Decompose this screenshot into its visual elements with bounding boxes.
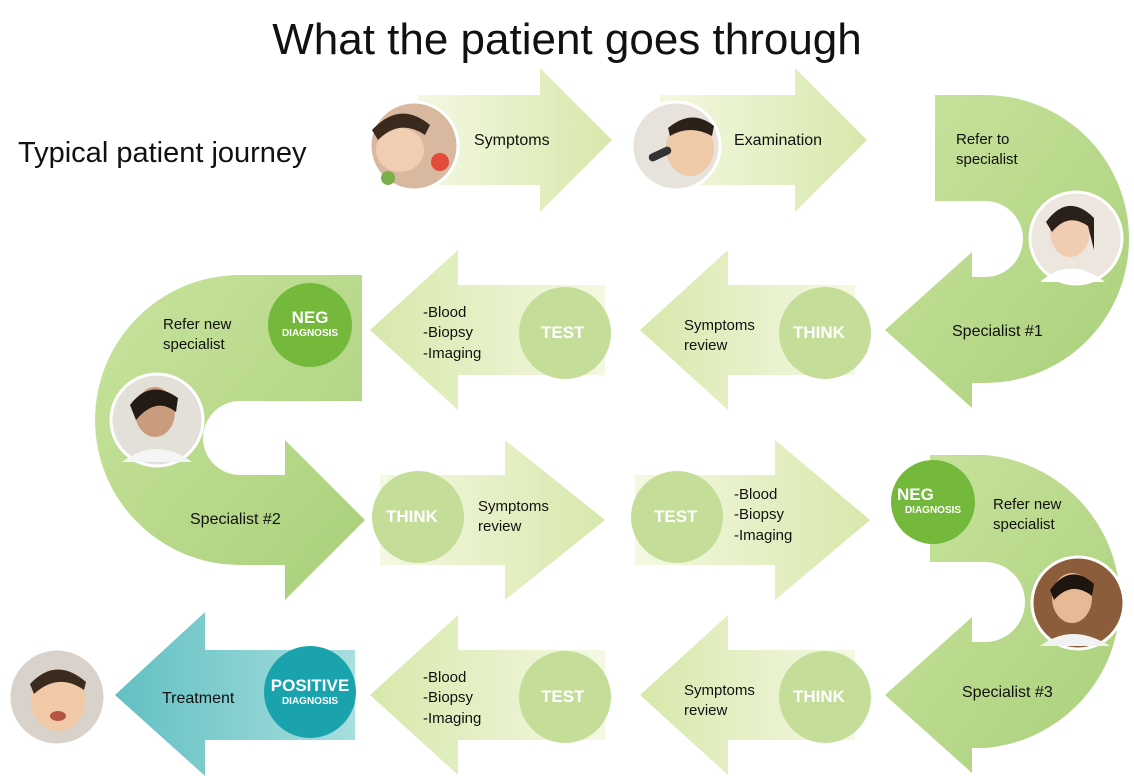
refer-specialist-label: Refer to specialist <box>956 131 1018 169</box>
think-label-row4: THINK <box>793 687 845 706</box>
specialist3-label: Specialist #3 <box>962 684 1053 701</box>
refer-new-specialist-row2: Refer new specialist <box>163 316 232 354</box>
think-circle-row3 <box>372 471 464 563</box>
test-circle-row4 <box>519 651 611 743</box>
test-circle-row3 <box>631 471 723 563</box>
treatment-label: Treatment <box>162 690 235 707</box>
test-list-row4: -Blood -Biopsy -Imaging <box>423 669 482 727</box>
test-label-row4: TEST <box>541 687 585 706</box>
symptoms-review-row3: Symptoms review <box>478 498 549 536</box>
doctor1-photo <box>1028 190 1124 286</box>
page-title: What the patient goes through <box>272 15 862 64</box>
specialist1-label: Specialist #1 <box>952 323 1043 340</box>
think-label-row2: THINK <box>793 323 845 342</box>
think-label-row3: THINK <box>386 507 438 526</box>
happy-child-photo <box>7 647 107 747</box>
symptoms-review-row4: Symptoms review <box>684 682 755 720</box>
doctor2-photo <box>109 372 205 468</box>
specialist2-label: Specialist #2 <box>190 511 281 528</box>
test-list-row3: -Blood -Biopsy -Imaging <box>734 486 793 544</box>
refer-new-specialist-row3: Refer new specialist <box>993 496 1062 534</box>
test-label-row3: TEST <box>654 507 698 526</box>
think-circle-row2 <box>779 287 871 379</box>
neg-diagnosis-row2: NEG DIAGNOSIS <box>281 308 339 339</box>
sick-child-photo <box>368 100 460 192</box>
neg-circle-row3 <box>891 460 975 544</box>
arrow-examination <box>660 68 867 212</box>
child-exam-photo <box>630 100 722 192</box>
neg-circle-row2 <box>268 283 352 367</box>
neg-diagnosis-row3: NEG DIAGNOSIS <box>897 485 962 516</box>
journey-subtitle: Typical patient journey <box>18 137 307 169</box>
symptoms-review-row2: Symptoms review <box>684 317 755 355</box>
arrow-symptoms <box>418 68 612 212</box>
doctor3-photo <box>1030 555 1126 651</box>
test-label-row2: TEST <box>541 323 585 342</box>
u-turn-specialist1 <box>885 95 1129 408</box>
positive-circle <box>264 646 356 738</box>
think-circle-row4 <box>779 651 871 743</box>
symptoms-label: Symptoms <box>474 132 550 149</box>
test-list-row2: -Blood -Biopsy -Imaging <box>423 304 482 362</box>
positive-diagnosis: POSITIVE DIAGNOSIS <box>270 676 350 707</box>
examination-label: Examination <box>734 132 823 149</box>
test-circle-row2 <box>519 287 611 379</box>
